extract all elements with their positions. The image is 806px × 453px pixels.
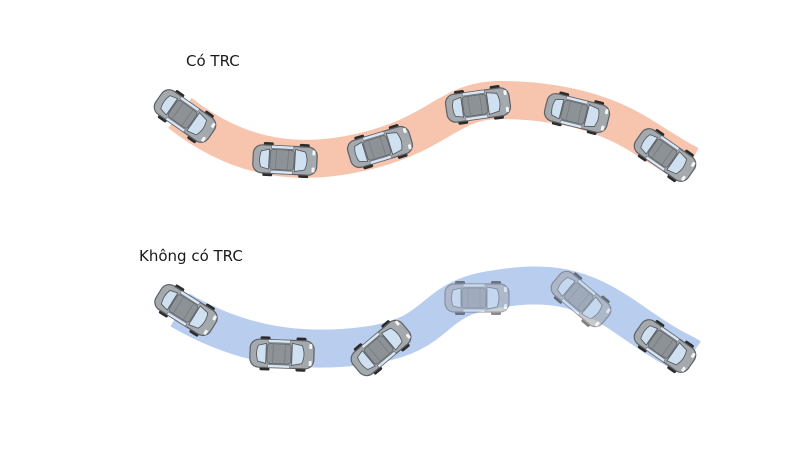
car-skid-1 — [444, 280, 510, 316]
with-trc-panel — [148, 80, 702, 188]
car-2 — [251, 140, 319, 180]
car-2 — [248, 335, 316, 373]
without-trc-panel — [149, 264, 702, 383]
without-trc-label: Không có TRC — [139, 247, 243, 265]
with-trc-label: Có TRC — [186, 52, 240, 70]
